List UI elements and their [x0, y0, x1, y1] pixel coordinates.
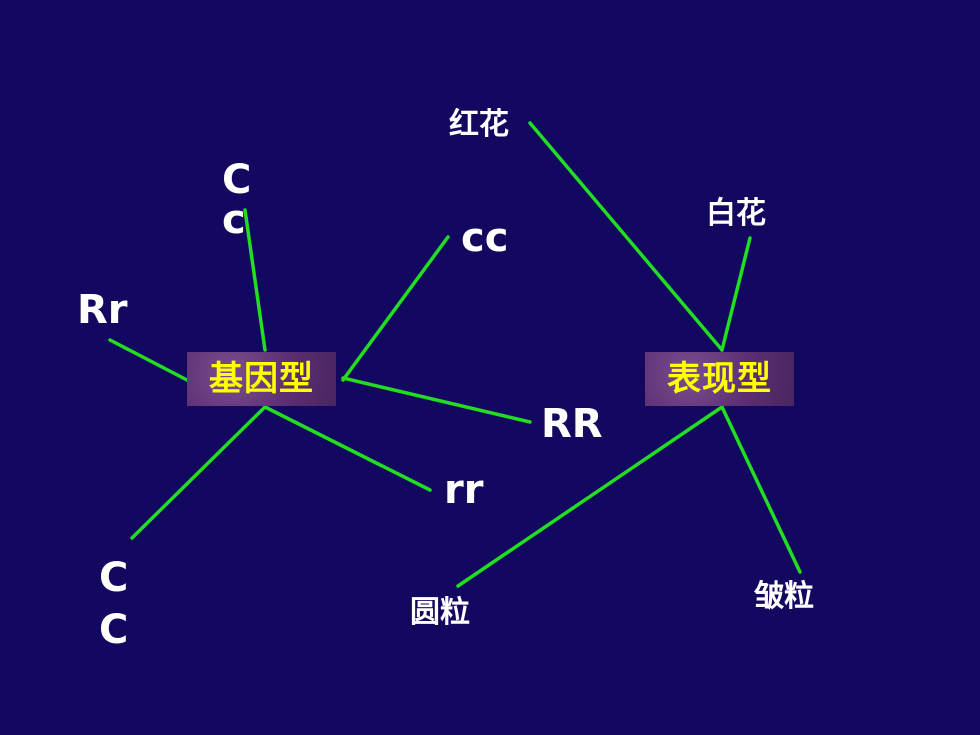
genotype-hub: 基因型 — [187, 352, 336, 406]
link-phenotype-wrinkled — [720, 405, 802, 574]
genotype-cc-label: cc — [461, 215, 509, 261]
genotype-rr-label: rr — [444, 467, 484, 513]
phenotype-hub: 表现型 — [645, 352, 794, 406]
phenotype-white-flower-label: 白花 — [706, 196, 766, 231]
phenotype-round-seed-label: 圆粒 — [410, 595, 470, 630]
phenotype-wrinkled-seed-label: 皱粒 — [754, 579, 814, 614]
genotype-RR-label: RR — [541, 401, 603, 447]
genotype-Cc-lower: c — [222, 197, 246, 243]
genotype-CC-upper: C — [99, 555, 129, 601]
link-phenotype-round — [456, 405, 724, 588]
genotype-CC-label: C C — [99, 552, 128, 656]
phenotype-red-flower-label: 红花 — [449, 107, 509, 142]
genotype-Cc-upper: C — [222, 157, 252, 203]
link-genotype-Rr — [108, 338, 189, 382]
link-genotype-Cc — [243, 208, 267, 352]
link-genotype-cc — [341, 235, 450, 382]
link-genotype-RR — [341, 376, 532, 424]
genotype-Cc-label: C c — [222, 154, 251, 246]
genotype-CC-lower: C — [99, 607, 129, 653]
link-phenotype-red — [528, 121, 724, 352]
link-genotype-CC — [130, 405, 267, 540]
link-phenotype-white — [720, 236, 752, 352]
link-genotype-rr — [263, 405, 432, 492]
genotype-hub-label: 基因型 — [209, 359, 314, 399]
phenotype-hub-label: 表现型 — [667, 359, 772, 399]
genotype-Rr-label: Rr — [77, 287, 128, 333]
